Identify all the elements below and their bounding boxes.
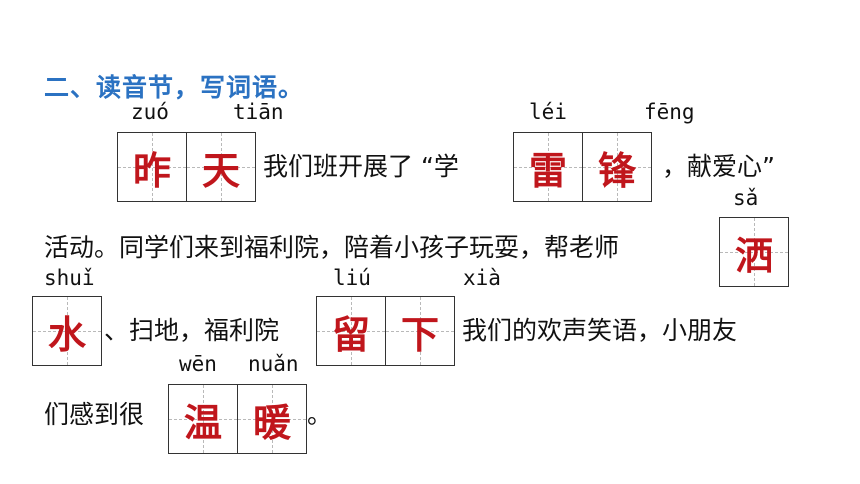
answer-grid-liuxia: 留 下 bbox=[316, 296, 455, 366]
answer-cell: 留 bbox=[317, 297, 386, 365]
answer-char: 昨 bbox=[132, 147, 171, 193]
answer-cell: 温 bbox=[169, 385, 238, 453]
sentence-line4: 们感到很 bbox=[44, 400, 145, 429]
answer-char: 雷 bbox=[528, 147, 567, 193]
answer-char: 温 bbox=[183, 399, 222, 445]
answer-char: 水 bbox=[47, 311, 86, 357]
pinyin-tian: tiān bbox=[233, 100, 284, 124]
answer-cell: 下 bbox=[386, 297, 454, 365]
pinyin-liu: liú bbox=[333, 266, 371, 290]
answer-char: 暖 bbox=[252, 399, 291, 445]
pinyin-xia: xià bbox=[463, 266, 501, 290]
sentence-line3-mid: 、扫地，福利院 bbox=[104, 316, 280, 345]
answer-char: 锋 bbox=[597, 147, 636, 193]
exercise-heading: 二、读音节，写词语。 bbox=[44, 73, 305, 102]
sentence-line2: 活动。同学们来到福利院，陪着小孩子玩耍，帮老师 bbox=[44, 233, 620, 262]
pinyin-zuo: zuó bbox=[131, 100, 169, 124]
sentence-line4-end: 。 bbox=[307, 400, 333, 429]
pinyin-wen: wēn bbox=[179, 352, 217, 376]
answer-grid-shui: 水 bbox=[32, 296, 102, 366]
pinyin-nuan: nuǎn bbox=[248, 352, 299, 376]
answer-char: 留 bbox=[331, 311, 370, 357]
answer-cell: 水 bbox=[33, 297, 101, 365]
sentence-line1-mid: 我们班开展了 “学 bbox=[263, 152, 459, 181]
answer-cell: 暖 bbox=[238, 385, 306, 453]
answer-cell: 天 bbox=[187, 133, 255, 201]
pinyin-lei: léi bbox=[529, 100, 567, 124]
pinyin-shui: shuǐ bbox=[44, 266, 95, 290]
pinyin-sa: sǎ bbox=[733, 186, 759, 210]
sentence-line1-end: ，献爱心” bbox=[662, 152, 775, 181]
pinyin-feng: fēng bbox=[644, 100, 695, 124]
answer-cell: 昨 bbox=[118, 133, 187, 201]
answer-cell: 洒 bbox=[720, 218, 788, 286]
answer-char: 天 bbox=[201, 147, 240, 193]
answer-cell: 锋 bbox=[583, 133, 651, 201]
answer-cell: 雷 bbox=[514, 133, 583, 201]
answer-grid-sa: 洒 bbox=[719, 217, 789, 287]
answer-grid-zuotian: 昨 天 bbox=[117, 132, 256, 202]
answer-grid-wennuan: 温 暖 bbox=[168, 384, 307, 454]
sentence-line3-end: 我们的欢声笑语，小朋友 bbox=[462, 316, 738, 345]
answer-grid-leifeng: 雷 锋 bbox=[513, 132, 652, 202]
answer-char: 下 bbox=[400, 311, 439, 357]
answer-char: 洒 bbox=[734, 232, 773, 278]
